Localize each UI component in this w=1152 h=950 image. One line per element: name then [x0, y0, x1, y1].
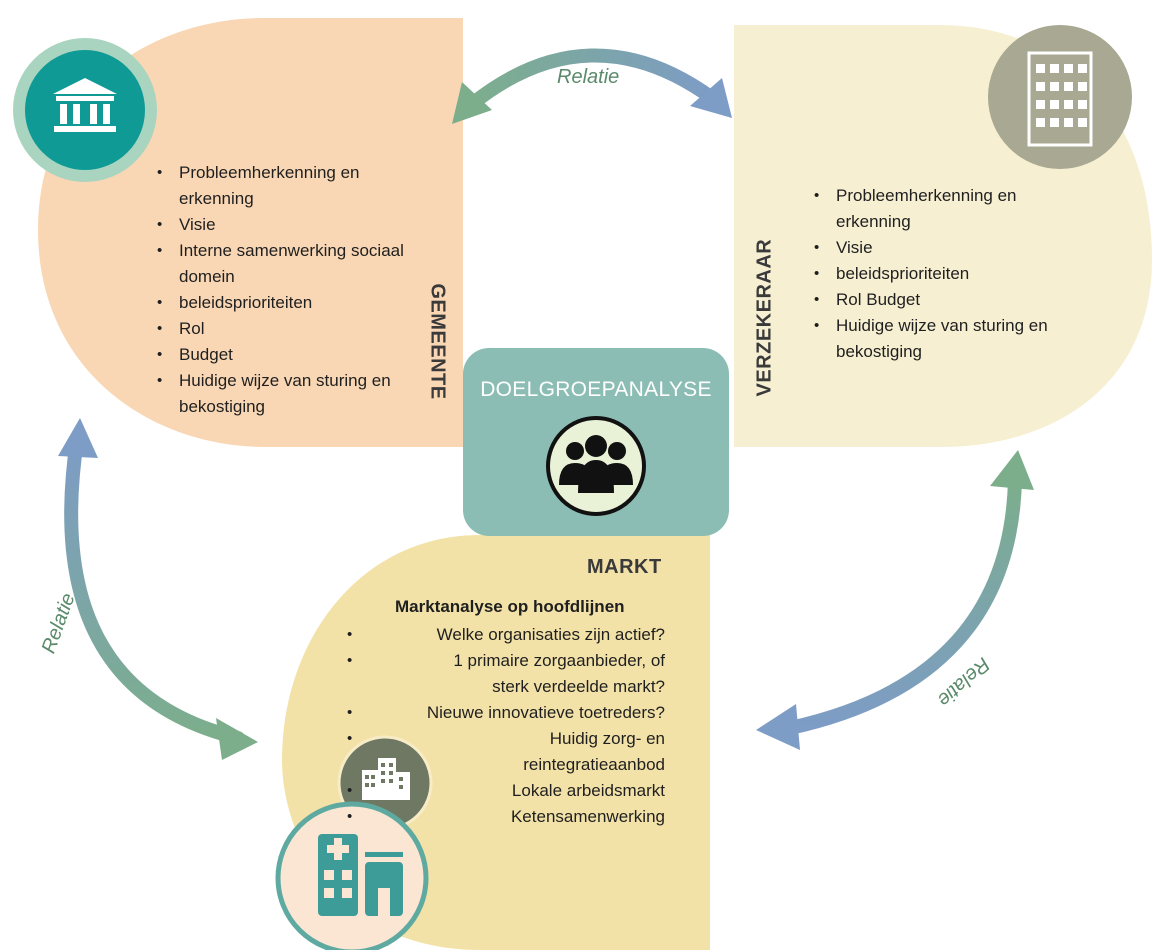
people-group-icon	[559, 435, 633, 493]
list-item: Huidige wijze van sturing en bekostiging	[155, 368, 405, 420]
list-item: Probleemherkenning en erkenning	[155, 160, 405, 212]
verzekeraar-icon-circle	[988, 25, 1132, 169]
list-item: Rol	[155, 316, 405, 342]
gemeente-label: GEMEENTE	[426, 283, 449, 400]
list-item: Welke organisaties zijn actief?	[345, 622, 665, 648]
government-building-icon	[53, 78, 117, 132]
verzekeraar-label: VERZEKERAAR	[753, 238, 776, 397]
markt-heading: Marktanalyse op hoofdlijnen	[395, 597, 625, 616]
hospital-icon-details	[324, 838, 390, 916]
gemeente-list: Probleemherkenning en erkenning Visie In…	[155, 160, 405, 420]
list-item: beleidsprioriteiten	[155, 290, 405, 316]
list-item: Rol Budget	[812, 287, 1072, 313]
list-item: Budget	[155, 342, 405, 368]
list-item: Probleemherkenning en erkenning	[812, 183, 1072, 235]
list-item: Interne samenwerking sociaal domein	[155, 238, 405, 290]
markt-label: MARKT	[587, 556, 662, 578]
list-item: Visie	[812, 235, 1072, 261]
relation-label-top: Relatie	[557, 66, 620, 88]
relation-arrow-left	[58, 418, 258, 760]
office-building-icon	[1027, 51, 1093, 147]
verzekeraar-list: Probleemherkenning en erkenning Visie be…	[812, 183, 1072, 365]
list-item: Huidig zorg- en reintegratieaanbod	[345, 726, 665, 778]
markt-list: Welke organisaties zijn actief? 1 primai…	[345, 622, 665, 830]
list-item: Nieuwe innovatieve toetreders?	[345, 700, 665, 726]
list-item: Huidige wijze van sturing en bekostiging	[812, 313, 1072, 365]
list-item: Visie	[155, 212, 405, 238]
list-item: 1 primaire zorgaanbieder, of sterk verde…	[345, 648, 665, 700]
gemeente-icon-circle	[25, 50, 145, 170]
list-item: Ketensamenwerking	[345, 804, 665, 830]
center-title: DOELGROEPANALYSE	[480, 378, 712, 401]
list-item: Lokale arbeidsmarkt	[345, 778, 665, 804]
relation-arrow-top	[452, 48, 732, 124]
relation-arrow-right	[756, 450, 1034, 750]
list-item: beleidsprioriteiten	[812, 261, 1072, 287]
